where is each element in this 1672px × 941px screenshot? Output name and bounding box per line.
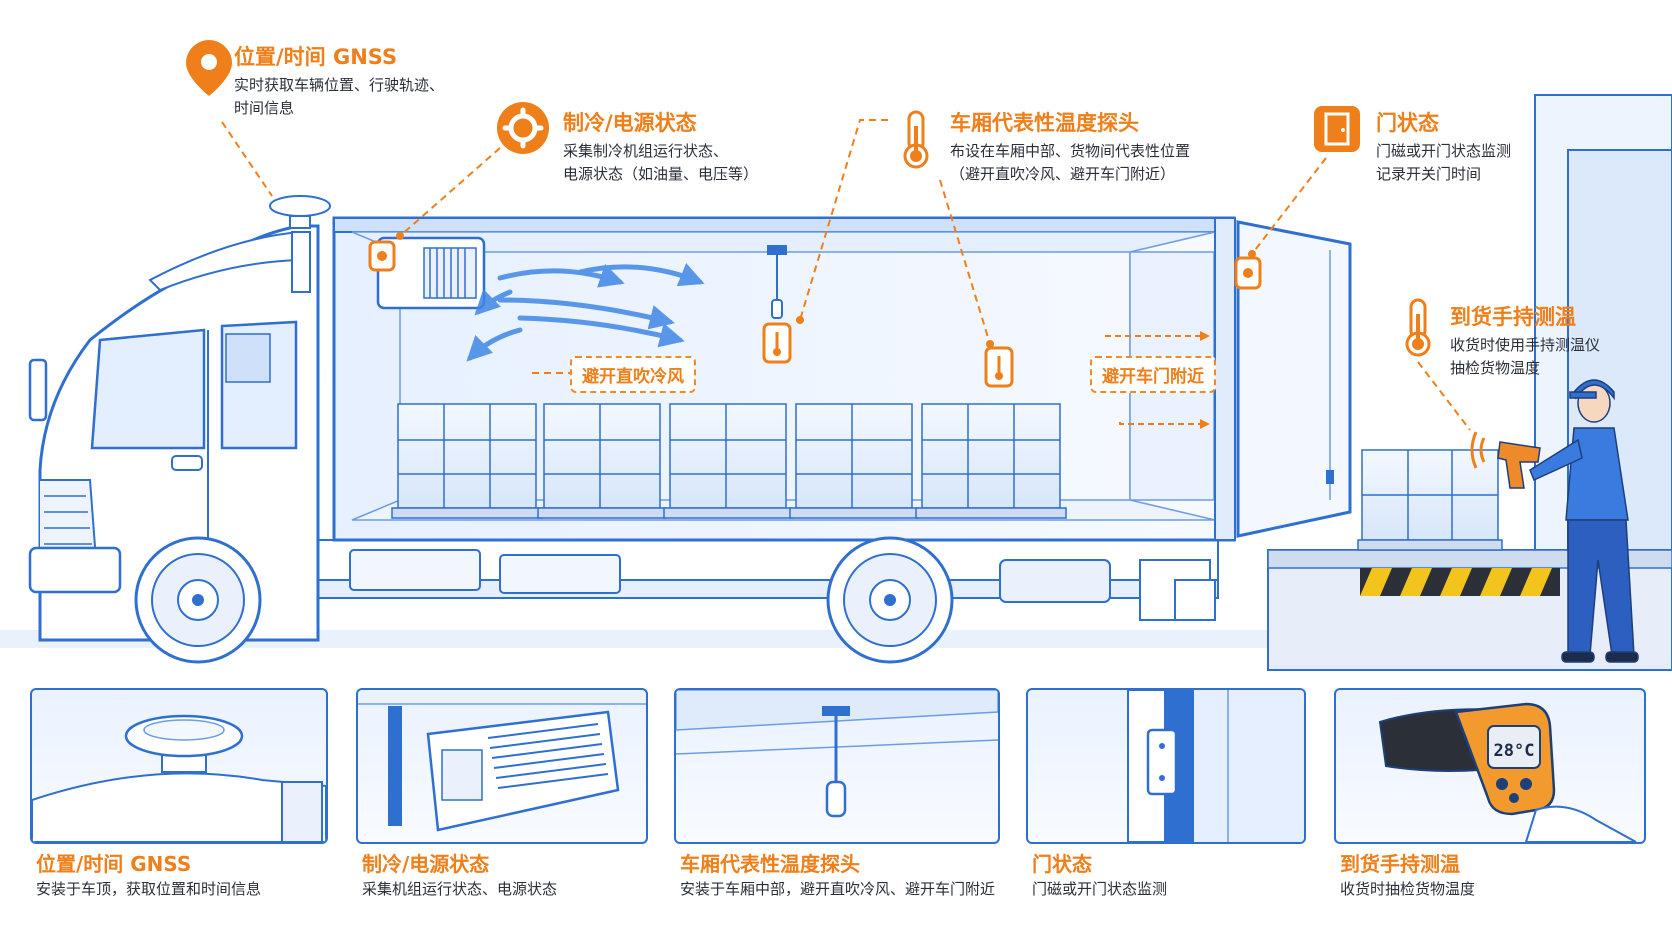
thermometer-display-reading: 28°C bbox=[1494, 741, 1535, 761]
probe-closeup bbox=[676, 690, 998, 818]
cargo-pallets bbox=[391, 403, 1067, 519]
panel-refrigeration-desc: 采集机组运行状态、电源状态 bbox=[362, 880, 558, 898]
callout-refrigeration-desc1: 采集制冷机组运行状态、 bbox=[563, 142, 729, 160]
callout-gnss: 位置/时间 GNSS 实时获取车辆位置、行驶轨迹、 时间信息 bbox=[234, 44, 444, 120]
handheld-thermometer-icon bbox=[1405, 298, 1431, 357]
callout-door: 门状态 门磁或开门状态监测 记录开关门时间 bbox=[1376, 110, 1511, 186]
panel-probe-desc: 安装于车厢中部，避开直吹冷风、避开车门附近 bbox=[680, 880, 996, 898]
callout-probe-desc1: 布设在车厢中部、货物间代表性位置 bbox=[950, 142, 1191, 160]
probe-sensor-badge-2 bbox=[984, 346, 1014, 388]
callout-refrigeration: 制冷/电源状态 采集制冷机组运行状态、 电源状态（如油量、电压等） bbox=[563, 110, 758, 186]
panel-probe-title: 车厢代表性温度探头 bbox=[680, 852, 860, 876]
callout-handheld-desc2: 抽检货物温度 bbox=[1450, 359, 1541, 377]
panel-gnss-desc: 安装于车顶，获取位置和时间信息 bbox=[36, 880, 262, 898]
loading-dock bbox=[1267, 94, 1672, 671]
door-leader bbox=[1251, 157, 1327, 255]
callout-door-desc1: 门磁或开门状态监测 bbox=[1376, 142, 1512, 160]
panel-door-desc: 门磁或开门状态监测 bbox=[1032, 880, 1168, 898]
callout-gnss-desc2: 时间信息 bbox=[234, 99, 295, 117]
truck-cab bbox=[28, 224, 320, 642]
callout-door-title: 门状态 bbox=[1376, 111, 1439, 135]
probe-leader-1 bbox=[799, 119, 888, 321]
refrigeration-leader bbox=[399, 147, 501, 237]
callout-door-desc2: 记录开关门时间 bbox=[1376, 165, 1482, 183]
panel-door bbox=[1026, 688, 1306, 844]
cold-air-arrows bbox=[466, 262, 705, 362]
truck-chassis bbox=[317, 539, 1219, 621]
refrigeration-unit bbox=[376, 236, 486, 310]
panel-door-title: 门状态 bbox=[1032, 852, 1092, 876]
panel-gnss-title: 位置/时间 GNSS bbox=[36, 852, 192, 876]
location-pin-icon bbox=[186, 40, 232, 96]
refrigeration-closeup bbox=[358, 703, 646, 832]
panel-refrigeration-title: 制冷/电源状态 bbox=[362, 852, 490, 876]
refrigeration-sensor-badge bbox=[368, 240, 396, 272]
panel-probe bbox=[674, 688, 1000, 844]
handheld-leader bbox=[1417, 361, 1471, 431]
probe-leader-2 bbox=[939, 179, 991, 345]
avoid-door-tag: 避开车门附近 bbox=[1090, 356, 1216, 393]
callout-gnss-title: 位置/时间 GNSS bbox=[234, 45, 398, 69]
callout-handheld: 到货手持测温 收货时使用手持测温仪 抽检货物温度 bbox=[1450, 304, 1600, 380]
panel-handheld-title: 到货手持测温 bbox=[1340, 852, 1460, 876]
callout-refrigeration-title: 制冷/电源状态 bbox=[563, 111, 697, 135]
door-avoid-arrows bbox=[1105, 331, 1210, 429]
door-sensor-badge bbox=[1234, 256, 1262, 290]
floor bbox=[0, 630, 1560, 648]
gear-icon bbox=[497, 102, 549, 154]
ceiling-probe bbox=[767, 245, 787, 319]
leader-lines bbox=[221, 119, 1471, 431]
callout-probe-title: 车厢代表性温度探头 bbox=[950, 111, 1139, 135]
gnss-antenna-closeup bbox=[32, 714, 326, 842]
callout-refrigeration-desc2: 电源状态（如油量、电压等） bbox=[563, 165, 759, 183]
sensor-badges bbox=[368, 240, 1262, 388]
handheld-thermometer-closeup: 28°C bbox=[1378, 702, 1637, 842]
probe-sensor-badge-1 bbox=[762, 322, 792, 364]
panel-handheld-desc: 收货时抽检货物温度 bbox=[1340, 880, 1476, 898]
door-sensor-closeup bbox=[1127, 690, 1304, 842]
worker bbox=[1529, 379, 1639, 663]
rear-wheel bbox=[826, 536, 954, 664]
panel-handheld: 28°C bbox=[1334, 688, 1646, 844]
gnss-leader bbox=[221, 121, 273, 197]
callout-probe: 车厢代表性温度探头 布设在车厢中部、货物间代表性位置 （避开直吹冷风、避开车门附… bbox=[950, 110, 1190, 186]
gnss-antenna bbox=[269, 195, 331, 229]
callout-probe-desc2: （避开直吹冷风、避开车门附近） bbox=[950, 165, 1176, 183]
avoid-wind-tag: 避开直吹冷风 bbox=[570, 356, 696, 393]
callout-handheld-title: 到货手持测温 bbox=[1450, 305, 1576, 329]
handheld-thermometer-scene bbox=[1470, 431, 1541, 489]
callout-gnss-desc1: 实时获取车辆位置、行驶轨迹、 bbox=[234, 76, 445, 94]
panel-gnss bbox=[30, 688, 328, 844]
door-icon bbox=[1314, 106, 1360, 152]
front-wheel bbox=[134, 536, 262, 664]
callout-handheld-desc1: 收货时使用手持测温仪 bbox=[1450, 336, 1601, 354]
thermometer-icon bbox=[903, 110, 929, 169]
panel-refrigeration bbox=[356, 688, 648, 844]
